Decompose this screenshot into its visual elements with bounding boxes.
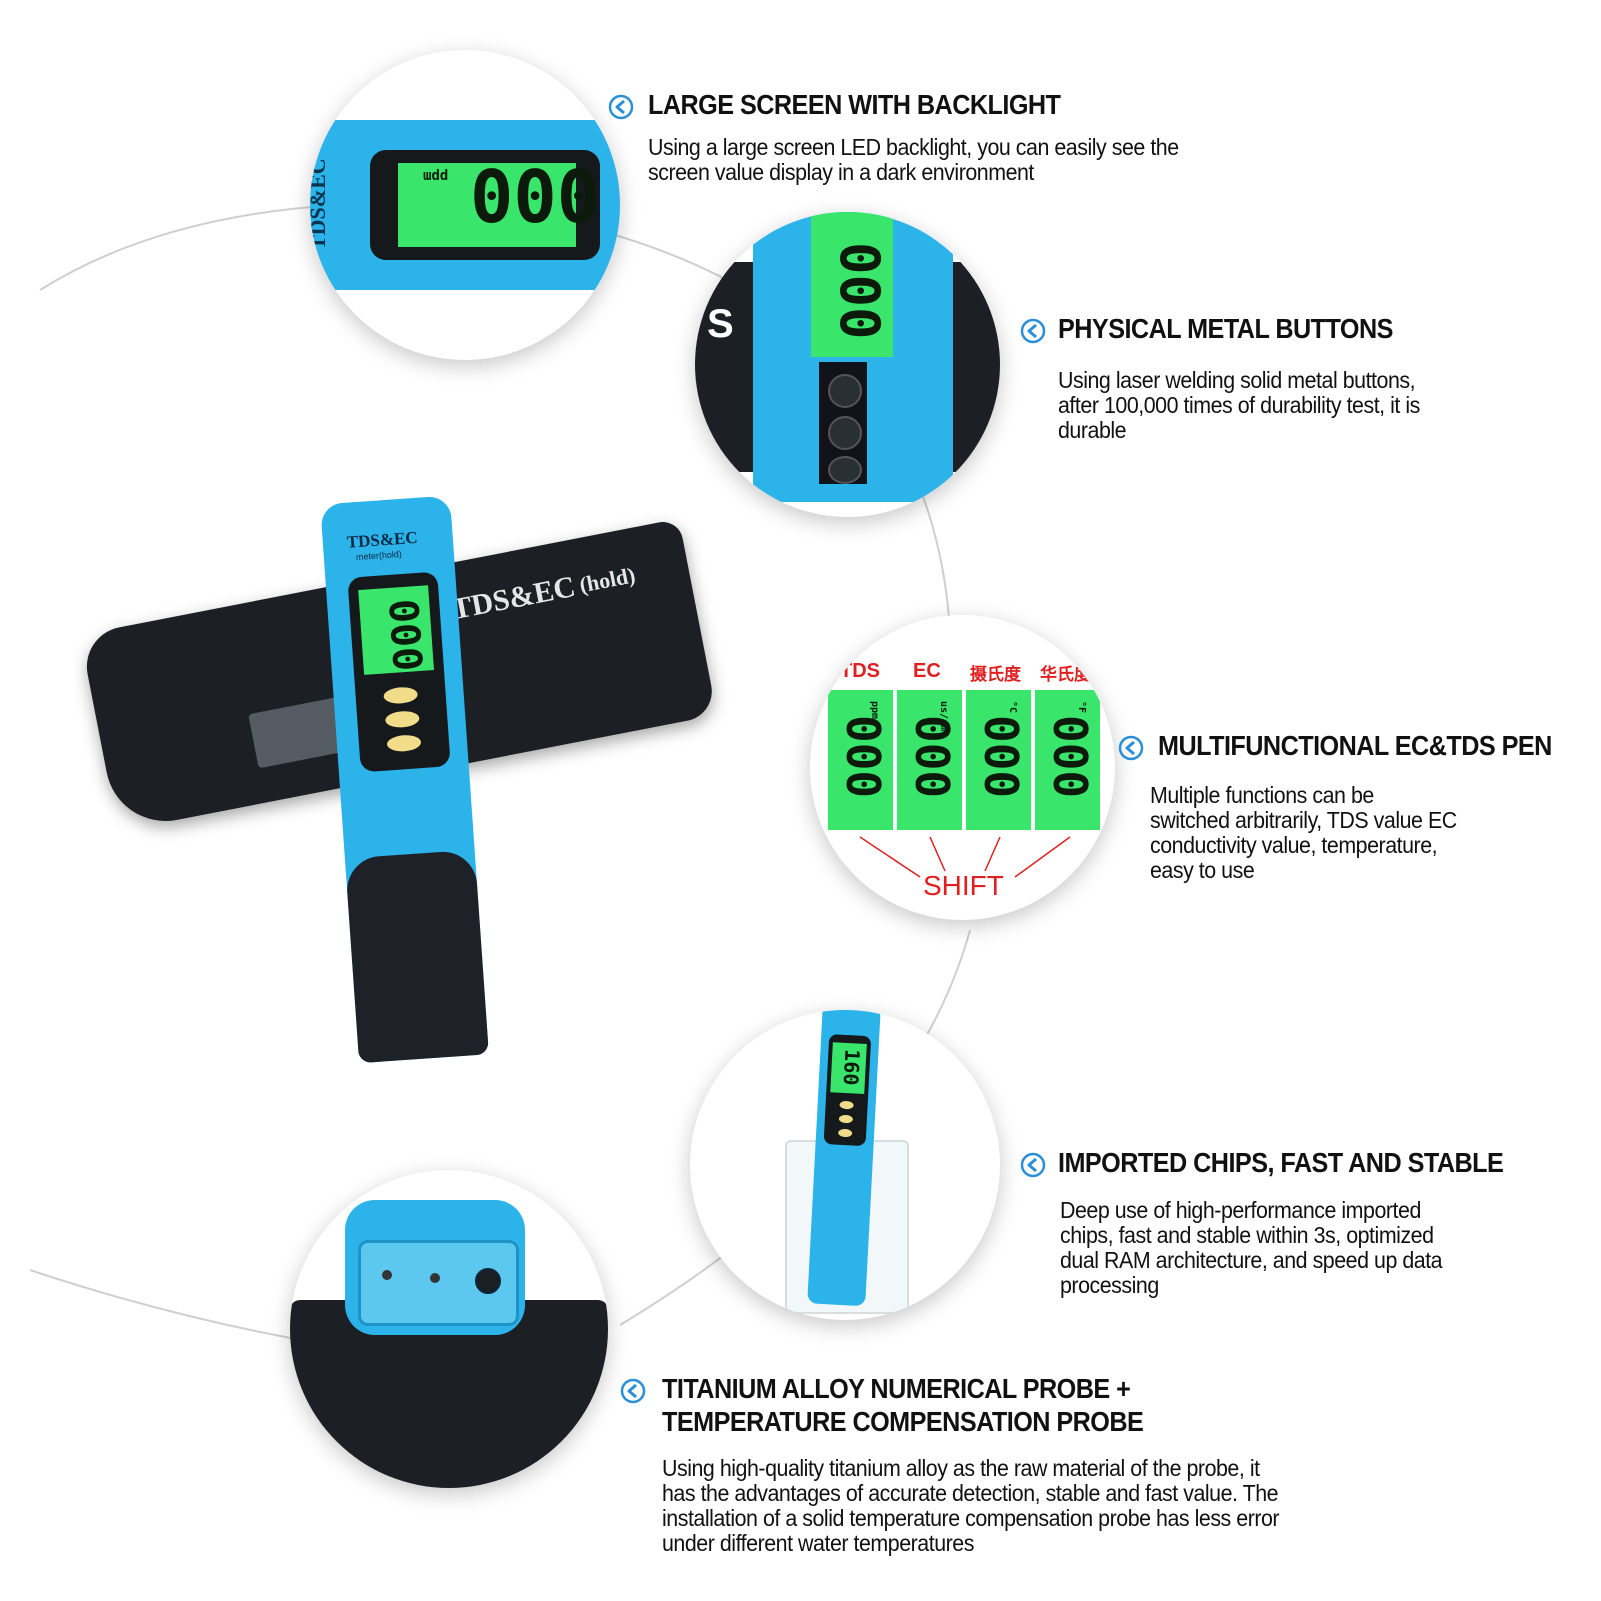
feature-4-line-1: Deep use of high-performance imported — [1060, 1197, 1421, 1223]
arrow-circle-icon — [1020, 318, 1046, 344]
shift-lines — [859, 836, 1071, 878]
lcd-digits: 000 — [470, 155, 601, 239]
feature-3-line-4: easy to use — [1150, 857, 1255, 883]
pen-brand-text: TDS&EC — [346, 527, 419, 552]
feature-2-title: PHYSICAL METAL BUTTONS — [1058, 313, 1393, 344]
feature-3-title: MULTIFUNCTIONAL EC&TDS PEN — [1158, 730, 1552, 761]
arrow-circle-icon — [1118, 735, 1144, 761]
water-test-image: 160 — [690, 1010, 1000, 1320]
hold-button[interactable] — [828, 374, 862, 408]
feature-4-line-2: chips, fast and stable within 3s, optimi… — [1060, 1222, 1434, 1248]
lcd-panel-celsius — [966, 690, 1031, 830]
feature-4-title: IMPORTED CHIPS, FAST AND STABLE — [1058, 1147, 1504, 1178]
feature-2-line-1: Using laser welding solid metal buttons, — [1058, 367, 1416, 393]
feature-2-line-3: durable — [1058, 417, 1127, 443]
lcd-panel-fahrenheit — [1035, 690, 1100, 830]
probe-pin — [382, 1270, 392, 1280]
mode-label-ec: EC — [913, 660, 941, 682]
case-label: TDS&EC — [448, 569, 578, 627]
arrow-circle-icon — [620, 1378, 646, 1404]
arrow-circle-icon — [608, 94, 634, 120]
probe-closeup-image — [290, 1170, 608, 1488]
feature-3-line-2: switched arbitrarily, TDS value EC — [1150, 807, 1457, 833]
buttons-closeup-image: S 000 — [695, 212, 1000, 517]
feature-1-title: LARGE SCREEN WITH BACKLIGHT — [648, 89, 1061, 120]
lcd-digits: 000 — [379, 597, 430, 673]
case-sublabel: (hold) — [577, 562, 638, 598]
lcd-unit: ppm — [423, 168, 449, 184]
power-button[interactable] — [828, 456, 862, 484]
feature-5-line-1: Using high-quality titanium alloy as the… — [662, 1455, 1260, 1481]
lcd-screen — [398, 163, 576, 247]
pen-brand-text: TDS&EC — [310, 158, 330, 250]
modes-closeup-image: TDS EC 摄氏度 华氏度 000 000 000 000 ppm us/cm… — [810, 615, 1115, 920]
feature-1-line-1: Using a large screen LED backlight, you … — [648, 134, 1179, 160]
lcd-digits: 000 — [828, 242, 891, 340]
lcd-panel-ec — [897, 690, 962, 830]
case-letter: S — [707, 302, 734, 346]
screen-closeup-image: TDS&EC 000 ppm — [310, 50, 620, 360]
main-product-image: TDS&EC (hold) TDS&EC meter(hold) 000 — [70, 495, 717, 1065]
feature-4-line-4: processing — [1060, 1272, 1159, 1298]
lcd-screen — [811, 212, 893, 357]
feature-5-line-4: under different water temperatures — [662, 1530, 974, 1556]
mode-label-fahrenheit: 华氏度 — [1040, 665, 1091, 684]
mode-label-tds: TDS — [840, 660, 880, 682]
lcd-digits: 160 — [838, 1048, 865, 1087]
feature-3-line-3: conductivity value, temperature, — [1150, 832, 1438, 858]
feature-5-title-line-1: TITANIUM ALLOY NUMERICAL PROBE + — [662, 1373, 1131, 1404]
mode-label-celsius: 摄氏度 — [970, 665, 1021, 684]
feature-1-line-2: screen value display in a dark environme… — [648, 159, 1034, 185]
feature-3-line-1: Multiple functions can be — [1150, 782, 1374, 808]
feature-5-line-3: installation of a solid temperature comp… — [662, 1505, 1280, 1531]
pen-sub-text: meter(hold) — [355, 548, 403, 563]
shift-label: SHIFT — [923, 870, 1004, 901]
pen-cap — [344, 849, 489, 1064]
lcd-panel-tds — [828, 690, 893, 830]
feature-4-line-3: dual RAM architecture, and speed up data — [1060, 1247, 1443, 1273]
feature-5-line-2: has the advantages of accurate detection… — [662, 1480, 1279, 1506]
shift-button[interactable] — [828, 416, 862, 450]
temperature-probe — [475, 1268, 501, 1294]
feature-2-line-2: after 100,000 times of durability test, … — [1058, 392, 1420, 418]
arrow-circle-icon — [1020, 1152, 1046, 1178]
probe-pin — [430, 1273, 440, 1283]
feature-5-title-line-2: TEMPERATURE COMPENSATION PROBE — [662, 1406, 1144, 1437]
